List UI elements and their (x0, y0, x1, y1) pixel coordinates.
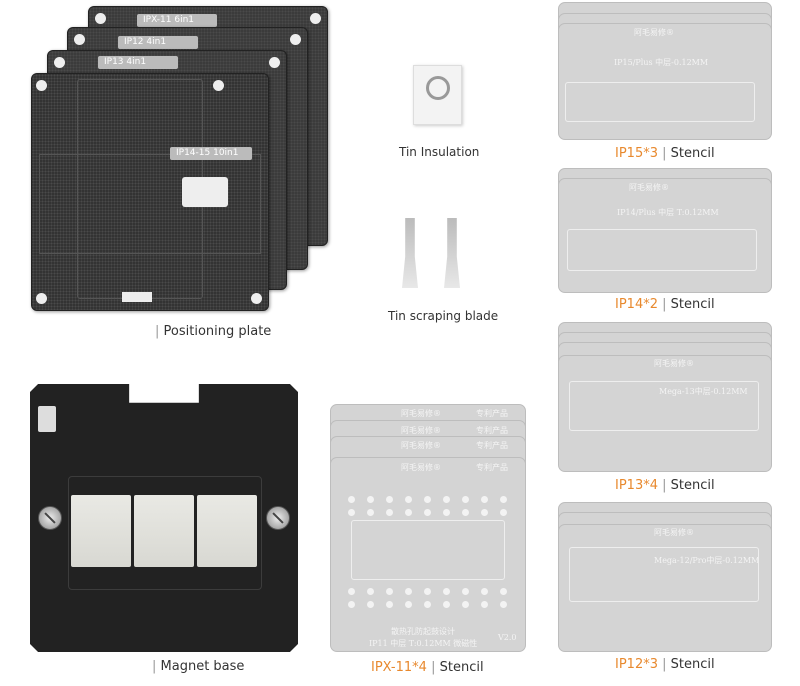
ip15-stencil-caption: IP15*3 | Stencil (615, 146, 715, 161)
stencil-ip13: 阿毛易修® Mega-13中层-0.12MM (558, 355, 772, 472)
screw-icon (38, 506, 62, 530)
brand-logo-icon (38, 406, 56, 432)
plate-tag: IP14-15 10in1 (170, 147, 252, 160)
stencil-ip15: 阿毛易修® IP15/Plus 中层-0.12MM (558, 23, 772, 140)
magnet-block (71, 495, 131, 567)
magnet-base-caption: | Magnet base (152, 659, 245, 674)
scraping-blade (402, 218, 418, 288)
ip14-stencil-caption: IP14*2 | Stencil (615, 297, 715, 312)
ip13-stencil-caption: IP13*4 | Stencil (615, 478, 715, 493)
plate-tag: IP12 4in1 (118, 36, 198, 49)
tin-scraping-blade-caption: Tin scraping blade (388, 309, 499, 323)
tin-insulation-caption: Tin Insulation (399, 145, 480, 159)
stencil-ip14: 阿毛易修® IP14/Plus 中层 T:0.12MM (558, 178, 772, 293)
ipx-stencil-caption: IPX-11*4 | Stencil (371, 660, 484, 675)
magnet-block (197, 495, 257, 567)
magnet-base (30, 384, 298, 652)
ip12-stencil-caption: IP12*3 | Stencil (615, 657, 715, 672)
tin-insulation-pad (413, 65, 462, 125)
stencil-ip12: 阿毛易修® Mega-12/Pro中层-0.12MM (558, 524, 772, 652)
positioning-plate-ip14-15: IP14-15 10in1 (31, 73, 269, 311)
magnet-block (134, 495, 194, 567)
scraping-blade (444, 218, 460, 288)
plate-tag: IPX-11 6in1 (137, 14, 217, 27)
vent-holes (348, 588, 512, 608)
screw-icon (266, 506, 290, 530)
stencil-ipx11: 阿毛易修®专利产品 散热孔防起鼓设计 IP11 中层 T:0.12MM 微磁性 … (330, 457, 526, 652)
vent-holes (348, 496, 512, 516)
plate-tag: IP13 4in1 (98, 56, 178, 69)
brand-logo-icon (426, 76, 450, 100)
positioning-plate-caption: | Positioning plate (155, 324, 272, 339)
